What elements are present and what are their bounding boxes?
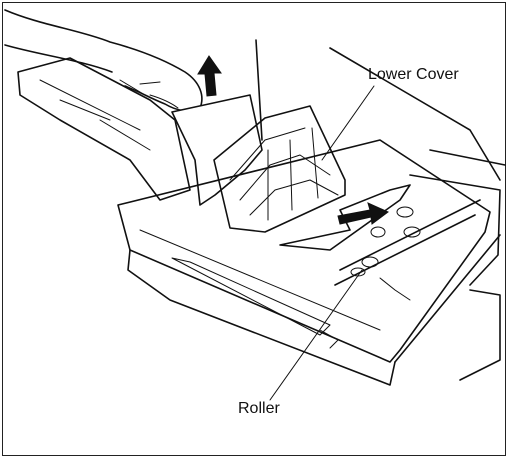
paper-tray <box>117 139 501 386</box>
hand-icon <box>4 9 203 112</box>
lower-cover <box>213 105 346 233</box>
lower-cover-label: Lower Cover <box>368 66 459 83</box>
printer-body <box>255 39 506 381</box>
lower-cover-leader-line <box>321 85 375 161</box>
arrow-up-icon <box>197 55 222 97</box>
side-cover <box>17 57 191 201</box>
arrow-right-icon <box>337 202 389 225</box>
figure-frame <box>2 2 506 456</box>
jammed-paper <box>171 94 263 206</box>
roller-leader-line <box>269 269 363 401</box>
roller-label: Roller <box>238 400 280 417</box>
